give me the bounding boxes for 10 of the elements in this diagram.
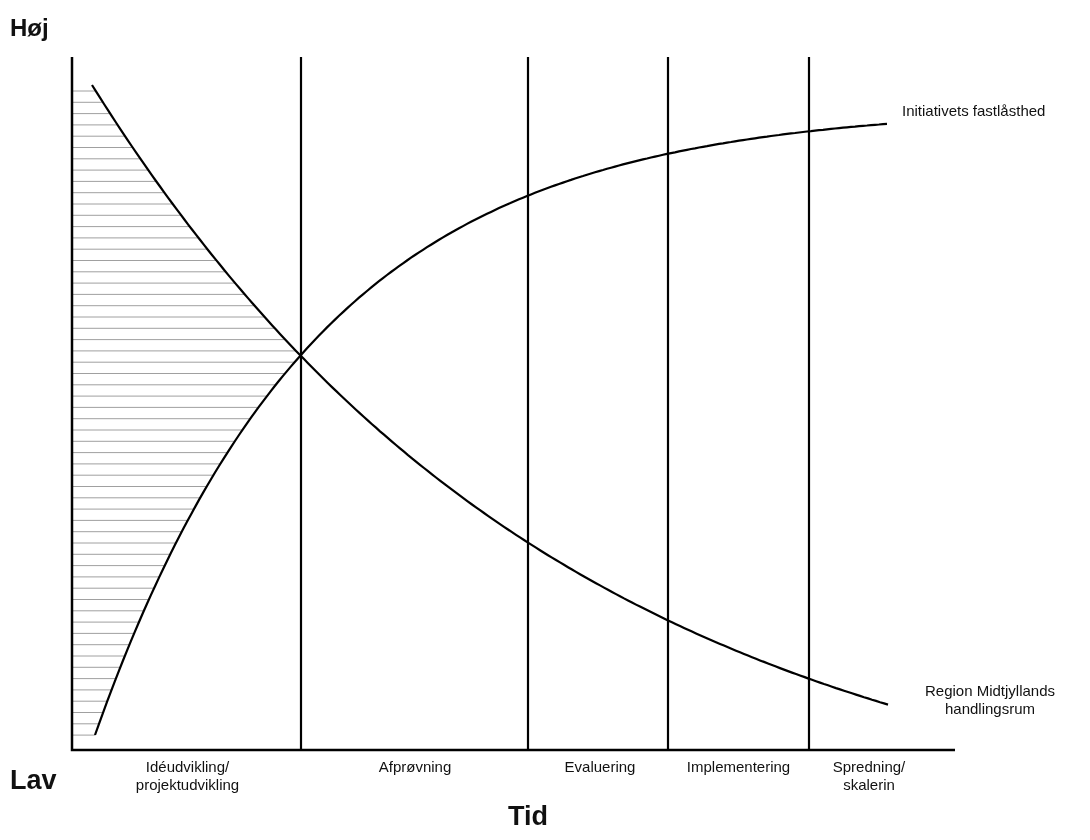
phase-label: Evaluering bbox=[563, 758, 637, 776]
phase-label: Idéudvikling/ projektudvikling bbox=[134, 758, 241, 794]
axis-label: Høj bbox=[10, 14, 50, 43]
axis-label: Lav bbox=[10, 764, 58, 797]
curve-label: Initiativets fastlåsthed bbox=[902, 102, 1047, 120]
phase-label: Spredning/ skalerin bbox=[831, 758, 907, 794]
phase-label: Implementering bbox=[685, 758, 792, 776]
axis-title: Tid bbox=[507, 800, 549, 833]
curve-label: Region Midtjyllands handlingsrum bbox=[923, 682, 1057, 718]
phase-label: Afprøvning bbox=[377, 758, 453, 776]
